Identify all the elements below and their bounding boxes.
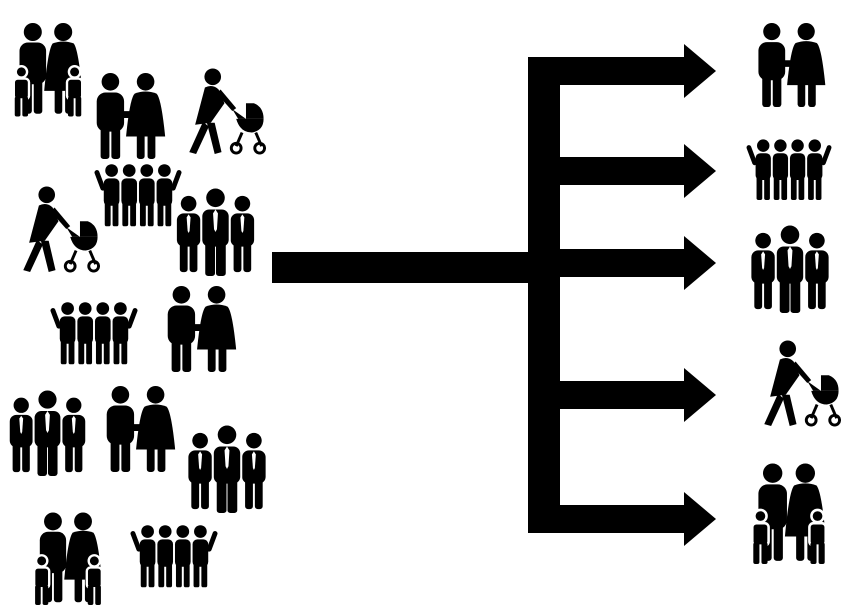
- business-group-icon: [175, 188, 256, 276]
- arrow-to-mother-with-stroller: [545, 368, 716, 422]
- family-icon: [750, 463, 828, 565]
- source-population: [8, 22, 267, 606]
- arrow-to-business-group: [545, 236, 716, 290]
- mother-with-stroller-icon: [187, 68, 266, 156]
- mother-with-stroller-icon: [21, 186, 100, 274]
- target-segments: [749, 22, 841, 565]
- couple-icon: [758, 22, 826, 108]
- arrow-to-couple: [545, 44, 716, 98]
- arrow-to-family: [545, 492, 716, 546]
- cheering-group-icon: [53, 302, 135, 364]
- cheering-group-icon: [133, 525, 215, 587]
- couple-icon: [96, 72, 166, 160]
- branching-arrows: [272, 44, 716, 546]
- business-group-icon: [750, 225, 830, 313]
- arrow-to-cheering-group: [545, 144, 716, 198]
- business-group-icon: [187, 425, 267, 513]
- couple-icon: [106, 385, 176, 473]
- branch-spine: [528, 57, 560, 533]
- cheering-group-icon: [97, 164, 179, 226]
- couple-icon: [167, 285, 237, 373]
- cheering-group-icon: [749, 139, 829, 200]
- business-group-icon: [8, 390, 87, 476]
- mother-with-stroller-icon: [762, 340, 841, 428]
- family-icon: [32, 512, 104, 606]
- input-bar: [272, 252, 548, 283]
- family-icon: [12, 22, 84, 118]
